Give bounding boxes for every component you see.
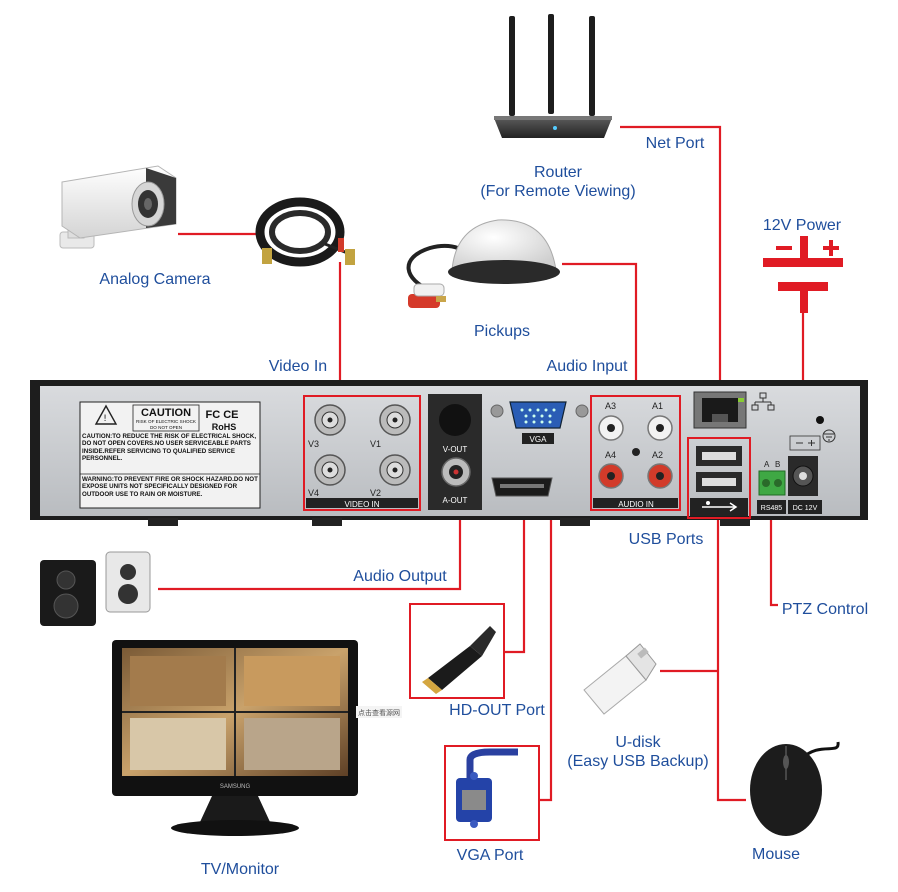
pickup-microphone-icon — [406, 219, 560, 308]
speakers-icon — [40, 551, 151, 626]
label-net-port: Net Port — [645, 135, 705, 152]
line-usb — [716, 516, 746, 802]
dc12v-label: DC 12V — [793, 505, 818, 512]
bnc-cable-icon — [255, 197, 355, 267]
video-in-strip-label: VIDEO IN — [344, 500, 379, 509]
rca-port-a4 — [598, 463, 624, 489]
bnc-port-v3 — [314, 404, 346, 436]
label-video-in: Video In — [268, 358, 328, 375]
dvr-rear-panel: ! CAUTION RISK OF ELECTRIC SHOCK DO NOT … — [30, 380, 868, 526]
port-label-v3: V3 — [308, 439, 319, 449]
label-audio-output: Audio Output — [353, 568, 447, 585]
port-label-v2: V2 — [370, 488, 381, 498]
label-tv-monitor: TV/Monitor — [200, 861, 280, 878]
audio-in-group: AUDIO IN A3 A1 A4 A2 — [590, 395, 681, 511]
label-hd-out-port: HD-OUT Port — [449, 702, 545, 719]
caution-label: ! CAUTION RISK OF ELECTRIC SHOCK DO NOT … — [79, 401, 261, 509]
rca-port-a1 — [647, 415, 673, 441]
line-net-port — [620, 125, 722, 392]
hdmi-cable-box — [409, 603, 505, 699]
caution-text: CAUTION:TO REDUCE THE RISK OF ELECTRICAL… — [82, 433, 257, 463]
port-label-v1: V1 — [370, 439, 381, 449]
udisk-icon — [583, 643, 657, 715]
caution-sub2: DO NOT OPEN — [150, 425, 182, 430]
label-usb-ports: USB Ports — [628, 531, 704, 548]
bnc-port-v4 — [314, 454, 346, 486]
analog-camera-icon — [59, 165, 177, 249]
bnc-port-v2 — [379, 454, 411, 486]
rs485-terminal: A B RS485 — [757, 460, 786, 514]
rs485-a-label: A — [764, 460, 770, 469]
screen-watermark: 点击查看源网 — [358, 708, 400, 717]
line-hd-out — [505, 492, 526, 654]
line-ptz — [769, 492, 778, 607]
connector-lines — [158, 125, 805, 802]
ground-symbol-icon — [816, 416, 836, 443]
label-ptz-control: PTZ Control — [781, 601, 869, 618]
rca-port-a3 — [598, 415, 624, 441]
caution-sub1: RISK OF ELECTRIC SHOCK — [136, 419, 197, 424]
svg-text:!: ! — [103, 414, 107, 424]
port-label-a2: A2 — [652, 450, 663, 460]
lan-port — [693, 391, 747, 429]
video-audio-out-group: V-OUT A-OUT — [428, 394, 482, 510]
warning-text: WARNING:TO PREVENT FIRE OR SHOCK HAZARD.… — [82, 476, 258, 498]
vga-port: VGA — [509, 401, 567, 444]
label-router-line2: (For Remote Viewing) — [480, 183, 636, 200]
network-symbol-icon — [751, 392, 775, 411]
label-analog-camera: Analog Camera — [99, 271, 211, 288]
label-pickups: Pickups — [473, 323, 531, 340]
label-vga-port: VGA Port — [456, 847, 524, 864]
rs485-label: RS485 — [761, 505, 783, 512]
rohs-mark: RoHS — [212, 422, 237, 432]
usb-ports-group — [687, 437, 751, 519]
vga-cable-box — [444, 745, 540, 841]
label-udisk-line2: (Easy USB Backup) — [567, 753, 709, 770]
hdmi-port — [491, 477, 553, 497]
label-router-line1: Router — [533, 164, 583, 181]
a-out-label: A-OUT — [443, 496, 468, 505]
port-label-a4: A4 — [605, 450, 616, 460]
fc-ce-mark: FC CE — [206, 409, 239, 421]
label-udisk-line1: U-disk — [615, 734, 661, 751]
rca-port-a2 — [647, 463, 673, 489]
line-audio-input — [562, 262, 638, 395]
tv-monitor-icon: 点击查看源网 SAMSUNG — [112, 640, 402, 836]
mouse-icon — [750, 741, 840, 836]
line-vga — [540, 428, 553, 802]
rs485-b-label: B — [775, 460, 780, 469]
video-in-group: VIDEO IN V3 V1 V4 — [303, 395, 421, 511]
label-audio-input: Audio Input — [546, 358, 628, 375]
port-label-a1: A1 — [652, 401, 663, 411]
monitor-brand: SAMSUNG — [220, 784, 251, 790]
bnc-port-v1 — [379, 404, 411, 436]
v-out-label: V-OUT — [443, 445, 468, 454]
label-mouse: Mouse — [751, 846, 801, 863]
power-symbol-icon — [763, 236, 843, 313]
caution-title: CAUTION — [141, 407, 191, 419]
dc-power-jack: DC 12V — [788, 435, 822, 514]
vga-label: VGA — [530, 435, 548, 444]
port-label-v4: V4 — [308, 488, 319, 498]
router-icon — [494, 14, 612, 138]
label-12v-power: 12V Power — [762, 217, 842, 234]
port-label-a3: A3 — [605, 401, 616, 411]
audio-in-strip-label: AUDIO IN — [618, 500, 654, 509]
